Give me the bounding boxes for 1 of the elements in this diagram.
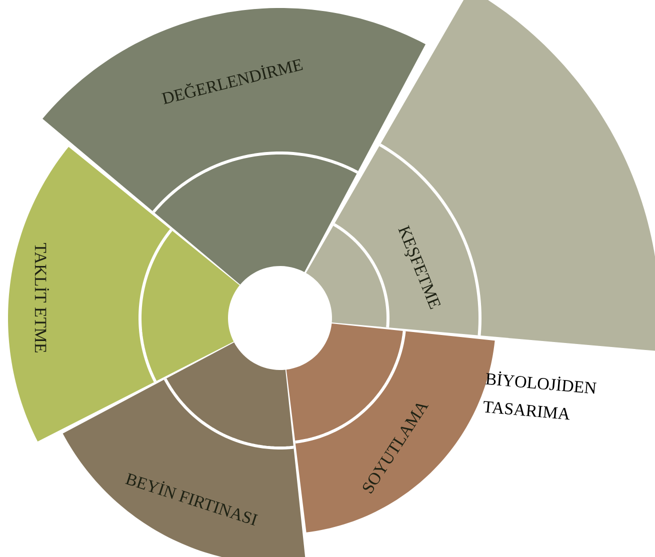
sector-wedge: TAKLİT ETME xyxy=(8,146,240,442)
